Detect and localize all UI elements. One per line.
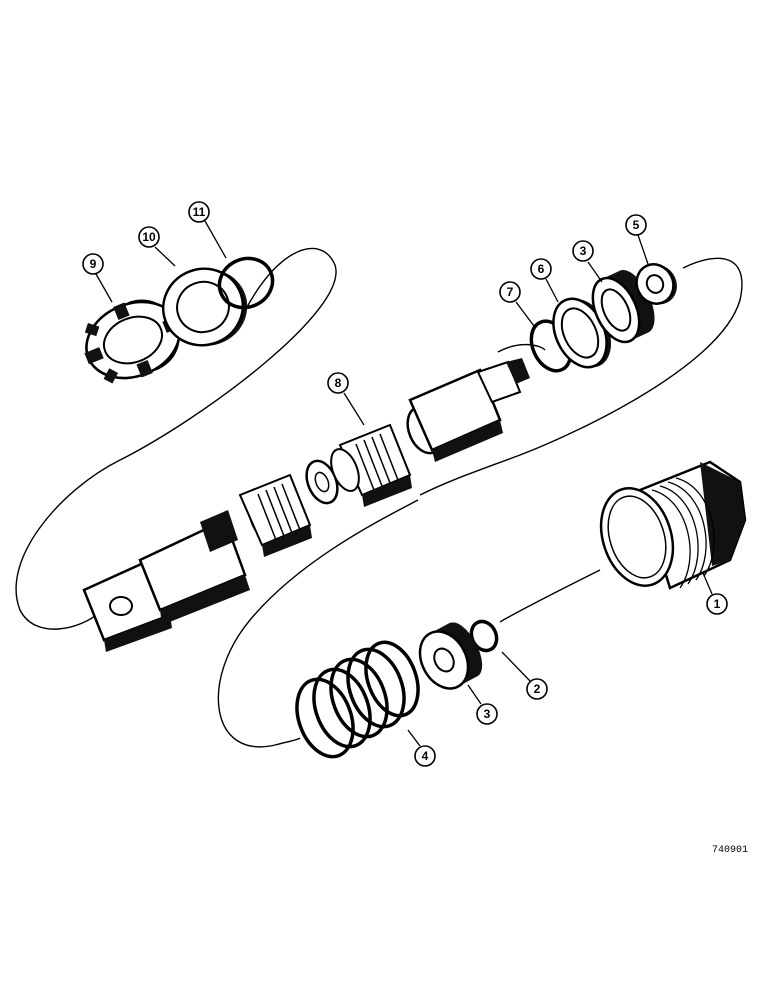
callout-11-label: 11 <box>193 205 206 219</box>
callout-4-label: 4 <box>422 749 429 763</box>
part-5-small-washer <box>635 263 677 305</box>
callout-2: 2 <box>526 678 548 700</box>
callout-6: 6 <box>530 258 552 280</box>
part-10-washer <box>161 267 248 347</box>
part-6-washer <box>552 297 612 369</box>
callout-5-label: 5 <box>633 218 640 232</box>
part-9-slotted-nut <box>84 299 182 384</box>
callout-4: 4 <box>414 745 436 767</box>
leader-3-upper <box>587 261 603 283</box>
leader-lines <box>95 220 713 747</box>
callout-7: 7 <box>499 281 521 303</box>
leader-6 <box>545 278 559 303</box>
callout-11: 11 <box>188 201 210 223</box>
callout-8: 8 <box>327 372 349 394</box>
assembly-lines <box>15 247 743 748</box>
leader-1 <box>702 572 713 595</box>
callout-10-label: 10 <box>142 230 156 244</box>
part-11-o-ring <box>217 256 275 310</box>
callout-6-label: 6 <box>538 262 545 276</box>
leader-2 <box>501 651 531 682</box>
callouts: 9 10 11 8 7 6 3 5 <box>82 201 728 767</box>
leader-5 <box>637 234 649 265</box>
callout-9: 9 <box>82 253 104 275</box>
callout-9-label: 9 <box>90 257 97 271</box>
part-4-spring <box>295 640 420 759</box>
leader-10 <box>154 246 176 267</box>
leader-3-lower <box>467 684 482 705</box>
leader-9 <box>95 273 113 303</box>
leader-4 <box>407 729 421 747</box>
callout-3-lower: 3 <box>476 703 498 725</box>
callout-1: 1 <box>706 593 728 615</box>
callout-10: 10 <box>138 226 160 248</box>
part-3-upper-retainer <box>591 269 655 344</box>
callout-2-label: 2 <box>534 682 541 696</box>
part-1-cap <box>599 460 747 590</box>
right-assembly-loop <box>419 257 743 496</box>
part-3-lower-retainer <box>418 622 483 690</box>
lower-assembly-loop <box>217 499 601 748</box>
callout-3-lower-label: 3 <box>484 707 491 721</box>
callout-7-label: 7 <box>507 285 514 299</box>
callout-8-label: 8 <box>335 376 342 390</box>
callout-5: 5 <box>625 214 647 236</box>
upper-assembly-loop <box>15 247 337 630</box>
part-8-valve-spool <box>82 358 530 652</box>
leader-7 <box>515 301 535 327</box>
callout-3-upper-label: 3 <box>580 244 587 258</box>
leader-11 <box>204 220 227 259</box>
callout-1-label: 1 <box>714 597 721 611</box>
drawing-number: 740901 <box>712 845 749 856</box>
leader-8 <box>343 392 365 426</box>
callout-3-upper: 3 <box>572 240 594 262</box>
